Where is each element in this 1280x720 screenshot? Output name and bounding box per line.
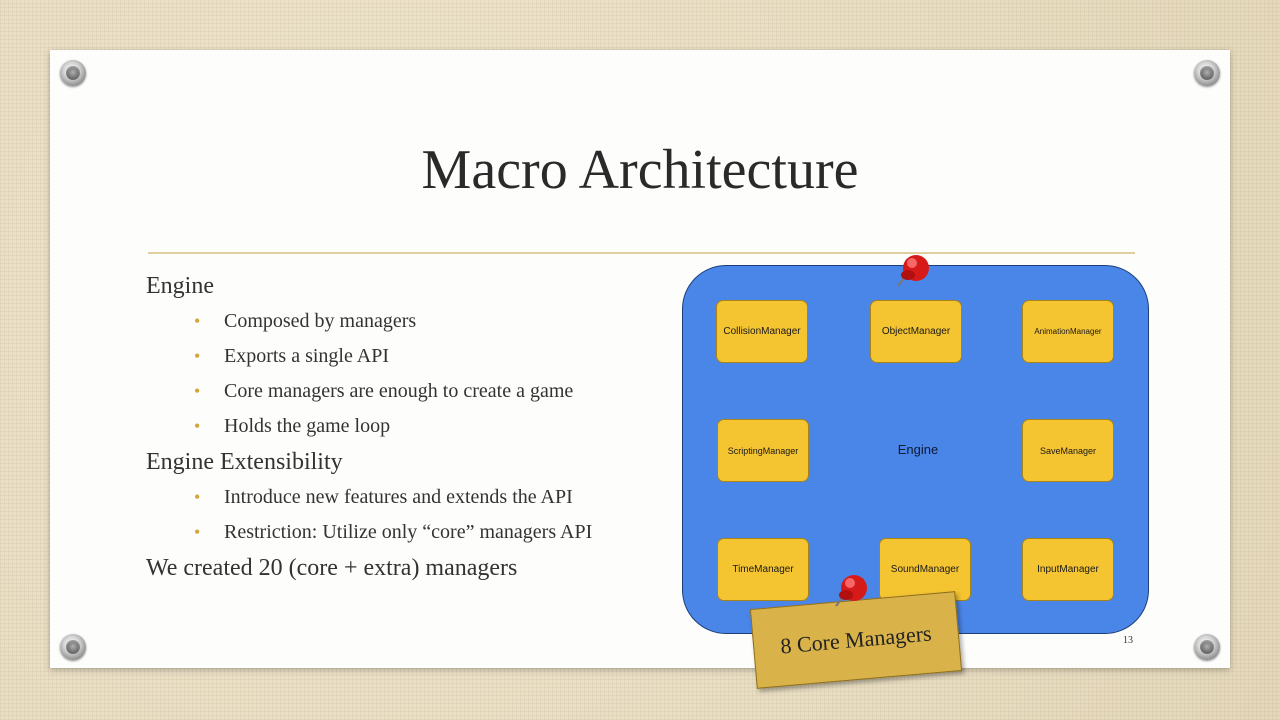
screw-top-right-icon <box>1194 60 1220 86</box>
collision-manager-box: CollisionManager <box>716 300 808 363</box>
page-number: 13 <box>1123 635 1133 646</box>
bullet-item: Restriction: Utilize only “core” manager… <box>146 515 666 550</box>
engine-label: Engine <box>897 442 939 457</box>
bullet-item: Engine <box>146 273 214 299</box>
input-manager-box: InputManager <box>1022 538 1114 601</box>
bullet-item: Core managers are enough to create a gam… <box>146 374 666 409</box>
screw-bottom-right-icon <box>1194 634 1220 660</box>
screw-bottom-left-icon <box>60 634 86 660</box>
bullet-item: Introduce new features and extends the A… <box>146 480 666 515</box>
title-divider <box>148 252 1135 254</box>
scripting-manager-box: ScriptingManager <box>717 419 809 482</box>
bullet-item: Exports a single API <box>146 339 666 374</box>
pushpin-icon <box>897 255 929 287</box>
slide-title: Macro Architecture <box>421 139 859 201</box>
bullet-item: Engine Extensibility <box>146 449 343 475</box>
save-manager-box: SaveManager <box>1022 419 1114 482</box>
bullet-list: Engine Composed by managers Exports a si… <box>146 268 666 586</box>
slide: Macro Architecture Engine Composed by ma… <box>50 50 1230 689</box>
bullet-item: Holds the game loop <box>146 409 666 444</box>
engine-diagram: CollisionManager ObjectManager Animation… <box>682 265 1149 634</box>
bullet-item: Composed by managers <box>146 304 666 339</box>
sound-manager-box: SoundManager <box>879 538 971 601</box>
time-manager-box: TimeManager <box>717 538 809 601</box>
bullet-item: We created 20 (core + extra) managers <box>146 555 518 581</box>
object-manager-box: ObjectManager <box>870 300 962 363</box>
screw-top-left-icon <box>60 60 86 86</box>
animation-manager-box: AnimationManager <box>1022 300 1114 363</box>
pushpin-icon <box>835 575 867 607</box>
